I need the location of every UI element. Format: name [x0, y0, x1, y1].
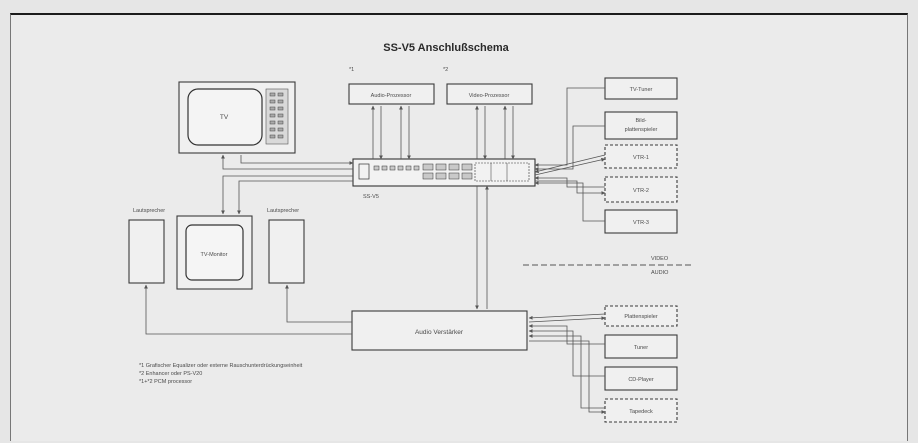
disc-player-label-2: plattenspieler [625, 127, 658, 133]
footnote-1: *1 Grafischer Equalizer oder externe Rau… [139, 363, 303, 369]
video-connections [534, 87, 606, 222]
audio-connections [528, 313, 606, 414]
processor-connections [371, 105, 515, 160]
amplifier-box [351, 310, 528, 351]
tv-connections [221, 154, 354, 170]
vcr1-label: VTR-1 [633, 155, 649, 161]
audio-sources: Plattenspieler Tuner CD-Player Tapedeck [604, 305, 678, 423]
footnotes: *1 Grafischer Equalizer oder externe Rau… [139, 363, 303, 385]
diagram-panel: SS-V5 Anschlußschema TV *1 [10, 13, 908, 441]
video-processor-label: Video-Prozessor [469, 93, 510, 99]
tv-label: TV [220, 114, 229, 121]
ss-v5-unit [352, 158, 536, 187]
monitor-connections [221, 175, 353, 215]
video-zone-label: VIDEO [651, 256, 669, 262]
vcr2-label: VTR-2 [633, 188, 649, 194]
amp-link [475, 185, 489, 310]
footnote-2: *2 Enhancer oder PS-V20 [139, 371, 202, 377]
diagram-title: SS-V5 Anschlußschema [383, 42, 509, 54]
record-player-box [604, 305, 678, 327]
vcr3-box [604, 209, 678, 234]
right-speaker-box [268, 219, 305, 284]
tv-set: TV [178, 81, 296, 154]
tuner-box [604, 334, 678, 359]
vcr2-box [604, 176, 678, 203]
tv-monitor-label: TV-Monitor [201, 252, 228, 258]
amplifier-label: Audio Verstärker [415, 329, 464, 336]
disc-player-label-1: Bild- [635, 118, 646, 124]
audio-processor-label: Audio-Prozessor [371, 93, 412, 99]
tv-monitor: TV-Monitor [176, 215, 253, 290]
vcr3-label: VTR-3 [633, 220, 649, 226]
speaker-connections [144, 284, 352, 335]
tv-control-buttons [269, 92, 284, 139]
tv-tuner-box [604, 77, 678, 100]
video-processor-box [446, 83, 533, 105]
audio-zone-label: AUDIO [651, 270, 669, 276]
cd-player-label: CD-Player [628, 377, 654, 383]
tv-tuner-label: TV-Tuner [630, 87, 653, 93]
cd-player-box [604, 366, 678, 391]
audio-processor-box [348, 83, 435, 105]
note-marker-1: *1 [349, 67, 354, 73]
connection-diagram: SS-V5 Anschlußschema TV *1 [128, 42, 691, 423]
note-marker-2: *2 [443, 67, 448, 73]
tape-deck-box [604, 398, 678, 423]
tuner-label: Tuner [634, 345, 648, 351]
tape-deck-label: Tapedeck [629, 409, 653, 415]
ss-v5-label: SS-V5 [363, 194, 379, 200]
vcr1-box [604, 144, 678, 169]
disc-player-box [604, 111, 678, 140]
record-player-label: Plattenspieler [624, 314, 657, 320]
left-speaker-label: Lautsprecher [133, 208, 165, 214]
right-speaker-label: Lautsprecher [267, 208, 299, 214]
video-sources: TV-Tuner Bild- plattenspieler VTR-1 VTR-… [604, 77, 678, 234]
left-speaker-box [128, 219, 165, 284]
footnote-3: *1+*2 PCM processor [139, 379, 192, 385]
